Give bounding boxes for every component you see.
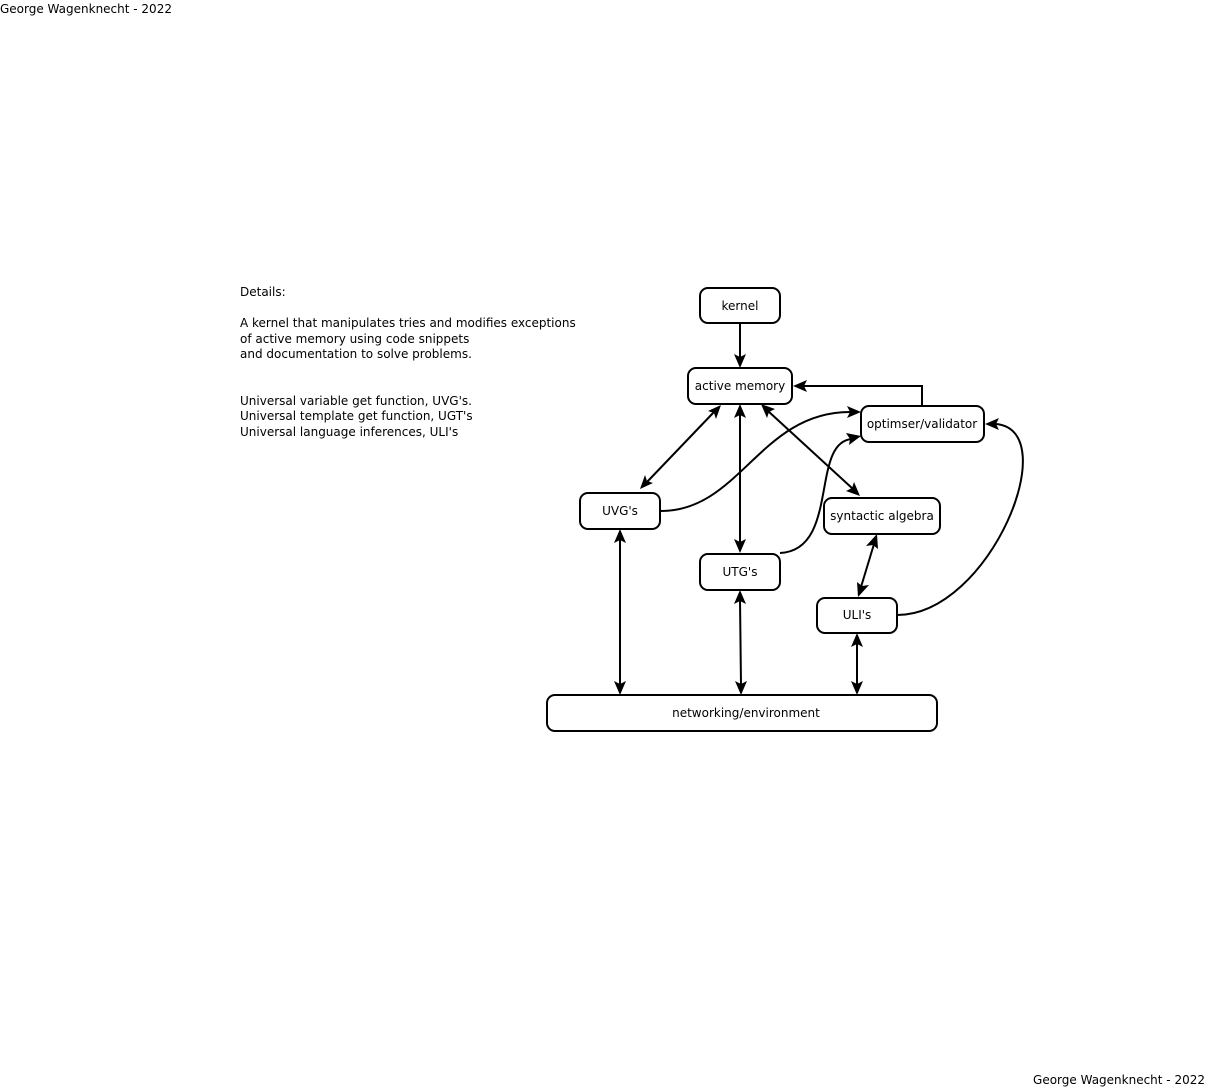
edge-uvg-to-optimiser xyxy=(660,411,851,512)
node-uvgs-box xyxy=(579,492,661,530)
node-optimiser-validator-label: optimser/validator xyxy=(867,417,977,431)
node-networking-environment-label: networking/environment xyxy=(672,706,820,720)
arrowhead xyxy=(985,418,999,430)
arrowhead xyxy=(734,539,746,553)
arrowhead xyxy=(793,380,807,392)
node-utgs-label: UTG's xyxy=(723,565,758,579)
arrowhead xyxy=(734,354,746,368)
edge-utg-to-optimiser xyxy=(779,438,853,554)
edge-optimiser-to-active-memory xyxy=(804,385,923,406)
diagram-edges xyxy=(614,323,1024,695)
arrowhead xyxy=(614,529,626,543)
definition-ugt: Universal template get function, UGT's xyxy=(240,409,473,423)
edge-active-memory-syntactic xyxy=(767,410,854,490)
node-ulis-box xyxy=(816,597,898,634)
node-syntactic-algebra-box xyxy=(823,497,941,535)
edge-utg-network xyxy=(739,599,742,686)
arrowhead xyxy=(734,404,746,418)
arrowhead xyxy=(761,404,775,418)
edge-syntactic-uli xyxy=(860,543,875,588)
node-active-memory-box xyxy=(687,367,793,405)
node-kernel: kernel xyxy=(699,287,781,324)
edge-uli-to-optimiser xyxy=(896,423,1024,616)
definition-uli: Universal language inferences, ULI's xyxy=(240,424,459,439)
node-syntactic-algebra-label: syntactic algebra xyxy=(830,509,934,523)
node-active-memory-label: active memory xyxy=(695,379,785,393)
details-heading: Details: xyxy=(240,285,286,299)
arrowhead xyxy=(734,590,746,604)
details-description-line: A kernel that manipulates tries and modi… xyxy=(240,316,576,330)
details-panel: Details: A kernel that manipulates tries… xyxy=(240,285,580,440)
author-credit-bottom: George Wagenknecht - 2022 xyxy=(1033,1073,1205,1087)
node-networking-environment-box xyxy=(546,694,938,732)
node-uvgs-label: UVG's xyxy=(602,504,638,518)
arrowhead xyxy=(866,534,878,549)
details-description-line: of active memory using code snippets xyxy=(240,331,470,346)
node-networking-environment: networking/environment xyxy=(546,694,938,732)
node-uvgs: UVG's xyxy=(579,492,661,530)
node-kernel-box xyxy=(699,287,781,324)
arrowhead xyxy=(640,475,653,489)
arrowhead xyxy=(846,433,861,445)
node-ulis: ULI's xyxy=(816,597,898,634)
edge-active-memory-uvg xyxy=(646,411,715,483)
node-utgs: UTG's xyxy=(699,553,781,591)
arrowhead xyxy=(735,681,747,695)
arrowhead xyxy=(851,681,863,695)
arrowhead xyxy=(846,482,860,496)
node-optimiser-validator-box xyxy=(860,405,985,443)
node-ulis-label: ULI's xyxy=(843,608,872,622)
node-active-memory: active memory xyxy=(687,367,793,405)
node-kernel-label: kernel xyxy=(722,299,759,313)
node-syntactic-algebra: syntactic algebra xyxy=(823,497,941,535)
arrowhead xyxy=(851,633,863,647)
arrowhead xyxy=(708,405,721,419)
arrowhead xyxy=(847,406,861,418)
node-optimiser-validator: optimser/validator xyxy=(860,405,985,443)
author-credit-top: George Wagenknecht - 2022 xyxy=(0,2,172,16)
details-description-line: and documentation to solve problems. xyxy=(240,347,472,361)
definition-uvg: Universal variable get function, UVG's. xyxy=(240,393,472,408)
node-utgs-box xyxy=(699,553,781,591)
arrowhead xyxy=(857,582,869,597)
arrowhead xyxy=(614,681,626,695)
